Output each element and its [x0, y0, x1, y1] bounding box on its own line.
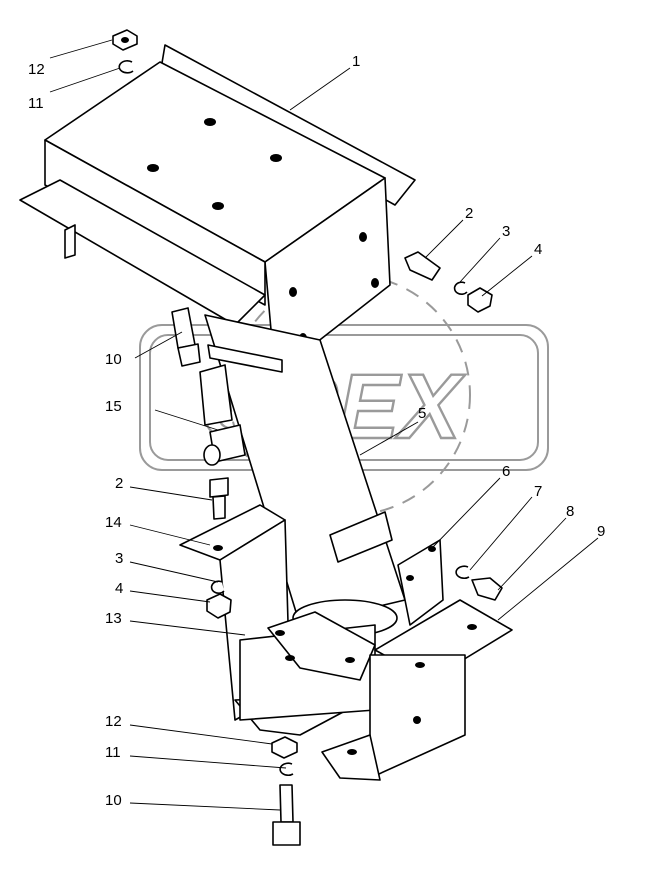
fitting-part-15: [199, 364, 246, 466]
bottom-bracket-part-9: [321, 599, 513, 781]
gusset-part-6: [397, 539, 444, 626]
nut-4-bottom-icon: [206, 593, 232, 619]
callout-11b: 11: [105, 744, 121, 761]
callout-6: 6: [502, 463, 510, 480]
callout-12: 12: [28, 61, 45, 78]
washer-3-top-icon: [453, 281, 468, 296]
callout-12b: 12: [105, 713, 122, 730]
callout-2: 2: [465, 205, 473, 222]
callout-4b: 4: [115, 580, 123, 597]
washer-7-icon: [455, 565, 470, 580]
nut-12-bottom-icon: [271, 736, 298, 759]
bolt-2-bottom-icon: [209, 477, 229, 498]
callout-9: 9: [597, 523, 605, 540]
mounting-plate-part-13: [239, 611, 376, 721]
fasteners: [112, 29, 503, 846]
tube-part-5: [204, 314, 406, 637]
callout-10: 10: [105, 351, 122, 368]
callout-11: 11: [28, 95, 44, 112]
callout-7: 7: [534, 483, 542, 500]
washer-11-bottom-icon: [279, 762, 294, 777]
bolt-10-bottom-icon: [279, 784, 294, 823]
nut-4-top-icon: [467, 287, 493, 313]
callout-5: 5: [418, 405, 426, 422]
callout-labels: 1 2 3 4 12 11 10 15 5 6 7 8 9 2 14 3 4 1…: [28, 53, 605, 809]
callout-3b: 3: [115, 550, 123, 567]
callout-10b: 10: [105, 792, 122, 809]
callout-15: 15: [105, 398, 122, 415]
bolt-2-top-icon: [404, 251, 441, 281]
callout-14: 14: [105, 514, 122, 531]
bolt-8-icon: [471, 577, 503, 601]
callout-3: 3: [502, 223, 510, 240]
washer-11-top-icon: [118, 60, 134, 74]
bolt-10-top-icon: [171, 307, 196, 349]
washer-3-bottom-icon: [210, 580, 225, 595]
callout-2b: 2: [115, 475, 123, 492]
leader-lines: [49, 39, 599, 811]
callout-8: 8: [566, 503, 574, 520]
callout-4: 4: [534, 241, 542, 258]
top-bracket-part-1: [19, 44, 416, 376]
callout-13: 13: [105, 610, 122, 627]
callout-1: 1: [352, 53, 360, 70]
